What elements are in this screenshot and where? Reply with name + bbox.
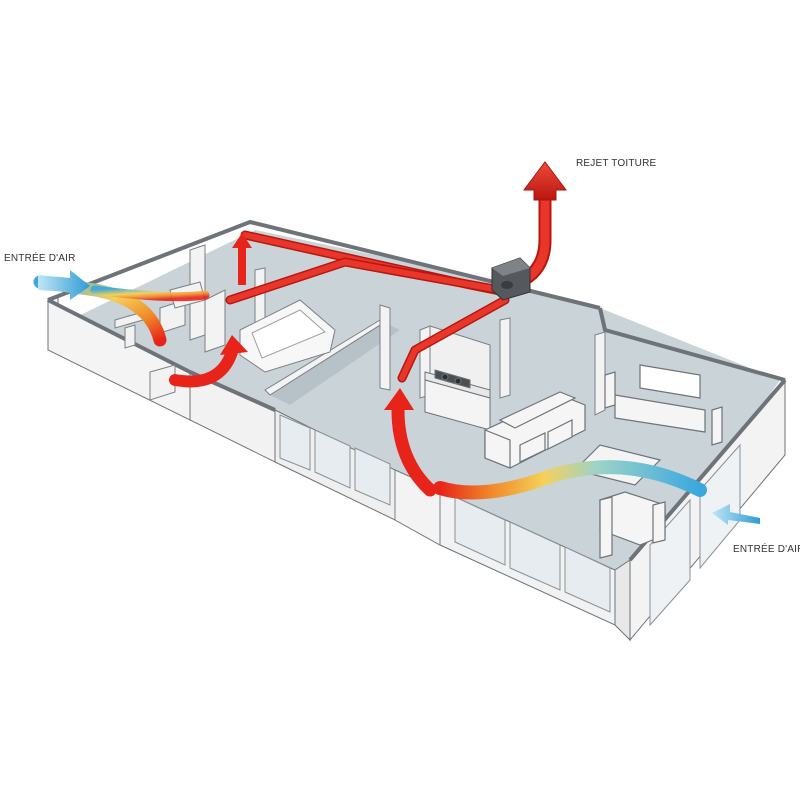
- kitchen: [424, 369, 491, 431]
- sofa: [484, 391, 586, 469]
- air-inlet-left-label: ENTRÉE D'AIR: [4, 253, 76, 264]
- right-arrow-icon: [38, 270, 90, 300]
- vmc-fan-unit-icon: [491, 257, 531, 301]
- floor-shadow: [270, 320, 400, 405]
- air-inlet-right-label: ENTRÉE D'AIR: [733, 544, 800, 555]
- fresh-air-flow-left: [33, 275, 210, 347]
- bathroom-airflow-arrow: [169, 335, 248, 388]
- tv-stand: [604, 364, 723, 446]
- kitchen-airflow-arrow: [384, 388, 437, 497]
- inlet-arrow-right: [712, 504, 760, 525]
- bedroom-exhaust-arrow: [232, 233, 252, 285]
- front-windows: [279, 414, 611, 613]
- up-arrow-icon: [523, 161, 567, 201]
- corner-bathtub: [239, 299, 336, 373]
- armchair: [599, 491, 666, 559]
- fresh-air-flow-right: [433, 460, 707, 500]
- roof-exhaust-label: REJET TOITURE: [576, 158, 657, 169]
